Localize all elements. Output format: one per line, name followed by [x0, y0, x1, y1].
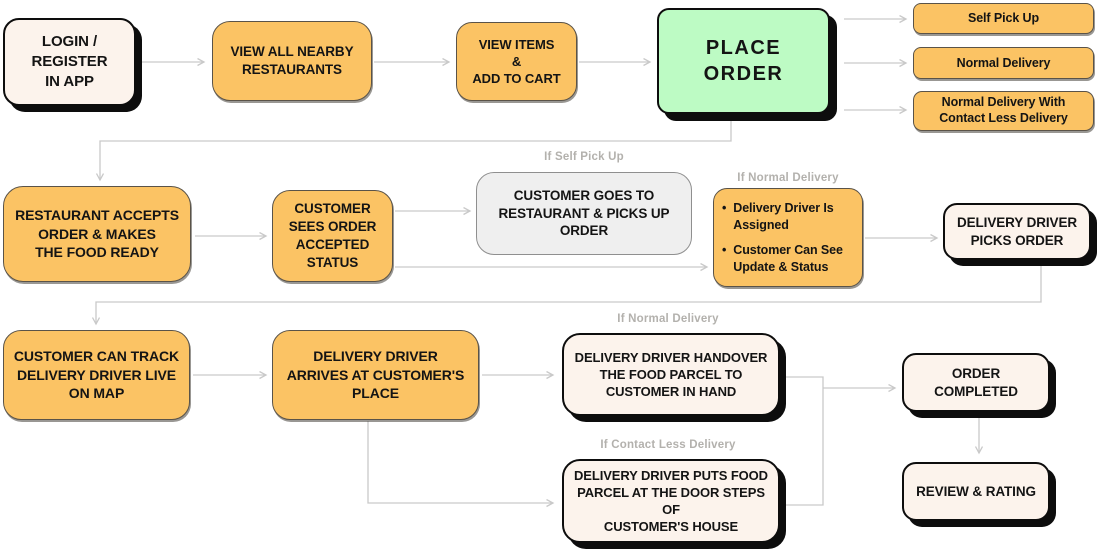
node-view-restaurants-label: VIEW ALL NEARBY RESTAURANTS: [230, 44, 354, 77]
node-driver-assigned: Delivery Driver Is Assigned Customer Can…: [713, 188, 863, 287]
node-view-restaurants: VIEW ALL NEARBY RESTAURANTS: [212, 21, 372, 101]
node-normal-delivery-label: Normal Delivery: [956, 55, 1051, 70]
node-contactless-delivery: Normal Delivery With Contact Less Delive…: [913, 91, 1094, 131]
node-customer-goes-restaurant-label: CUSTOMER GOES TO RESTAURANT & PICKS UP O…: [498, 187, 670, 239]
node-customer-goes-restaurant: CUSTOMER GOES TO RESTAURANT & PICKS UP O…: [476, 172, 692, 255]
node-track-driver-map-label: CUSTOMER CAN TRACK DELIVERY DRIVER LIVE …: [13, 348, 180, 402]
node-driver-picks-order: DELIVERY DRIVER PICKS ORDER: [943, 203, 1091, 260]
node-review-rating: REVIEW & RATING: [902, 462, 1050, 521]
node-order-completed-label: ORDER COMPLETED: [934, 365, 1018, 399]
bullet-item: Customer Can See Update & Status: [722, 242, 851, 275]
bullet-text: Customer Can See Update & Status: [733, 243, 843, 274]
node-view-items-label: VIEW ITEMS & ADD TO CART: [472, 36, 561, 87]
condition-if-contactless: If Contact Less Delivery: [600, 439, 736, 451]
node-doorstep-parcel-label: DELIVERY DRIVER PUTS FOOD PARCEL AT THE …: [574, 467, 768, 535]
node-doorstep-parcel: DELIVERY DRIVER PUTS FOOD PARCEL AT THE …: [562, 459, 780, 543]
node-driver-arrives-label: DELIVERY DRIVER ARRIVES AT CUSTOMER'S PL…: [286, 348, 465, 402]
node-login-register-label: LOGIN / REGISTER IN APP: [31, 33, 108, 90]
node-order-completed: ORDER COMPLETED: [902, 353, 1050, 412]
node-restaurant-accepts: RESTAURANT ACCEPTS ORDER & MAKES THE FOO…: [3, 186, 191, 282]
condition-if-normal-delivery-row2: If Normal Delivery: [737, 172, 839, 184]
connector-arrives-to-putsfood: [367, 421, 553, 503]
bullet-item: Delivery Driver Is Assigned: [722, 200, 851, 233]
node-restaurant-accepts-label: RESTAURANT ACCEPTS ORDER & MAKES THE FOO…: [15, 207, 179, 261]
connector-placeorder-to-restaurantaccepts: [100, 117, 732, 180]
node-place-order-label: PLACE ORDER: [703, 36, 784, 85]
connector-picksorder-to-trackmap: [96, 262, 1042, 324]
node-customer-sees-status-label: CUSTOMER SEES ORDER ACCEPTED STATUS: [288, 201, 377, 270]
node-track-driver-map: CUSTOMER CAN TRACK DELIVERY DRIVER LIVE …: [3, 330, 190, 420]
node-place-order: PLACE ORDER: [657, 8, 830, 114]
condition-if-normal-delivery-row3: If Normal Delivery: [617, 313, 719, 325]
node-self-pickup-label: Self Pick Up: [967, 11, 1040, 26]
bullet-dot-icon: [722, 242, 726, 259]
node-handover-parcel: DELIVERY DRIVER HANDOVER THE FOOD PARCEL…: [562, 333, 780, 416]
condition-if-self-pickup: If Self Pick Up: [544, 151, 624, 163]
node-normal-delivery: Normal Delivery: [913, 47, 1094, 79]
node-handover-parcel-label: DELIVERY DRIVER HANDOVER THE FOOD PARCEL…: [574, 349, 768, 400]
node-contactless-delivery-label: Normal Delivery With Contact Less Delive…: [939, 95, 1068, 125]
node-review-rating-label: REVIEW & RATING: [916, 483, 1036, 499]
node-driver-picks-order-label: DELIVERY DRIVER PICKS ORDER: [956, 214, 1078, 248]
node-view-items: VIEW ITEMS & ADD TO CART: [456, 22, 577, 101]
bullet-text: Delivery Driver Is Assigned: [733, 201, 834, 232]
connector-join-handover-putsfood: [784, 376, 824, 506]
bullet-dot-icon: [722, 200, 726, 217]
node-driver-arrives: DELIVERY DRIVER ARRIVES AT CUSTOMER'S PL…: [272, 330, 479, 420]
node-login-register: LOGIN / REGISTER IN APP: [3, 18, 136, 106]
node-self-pickup: Self Pick Up: [913, 3, 1094, 34]
node-customer-sees-status: CUSTOMER SEES ORDER ACCEPTED STATUS: [272, 190, 393, 282]
